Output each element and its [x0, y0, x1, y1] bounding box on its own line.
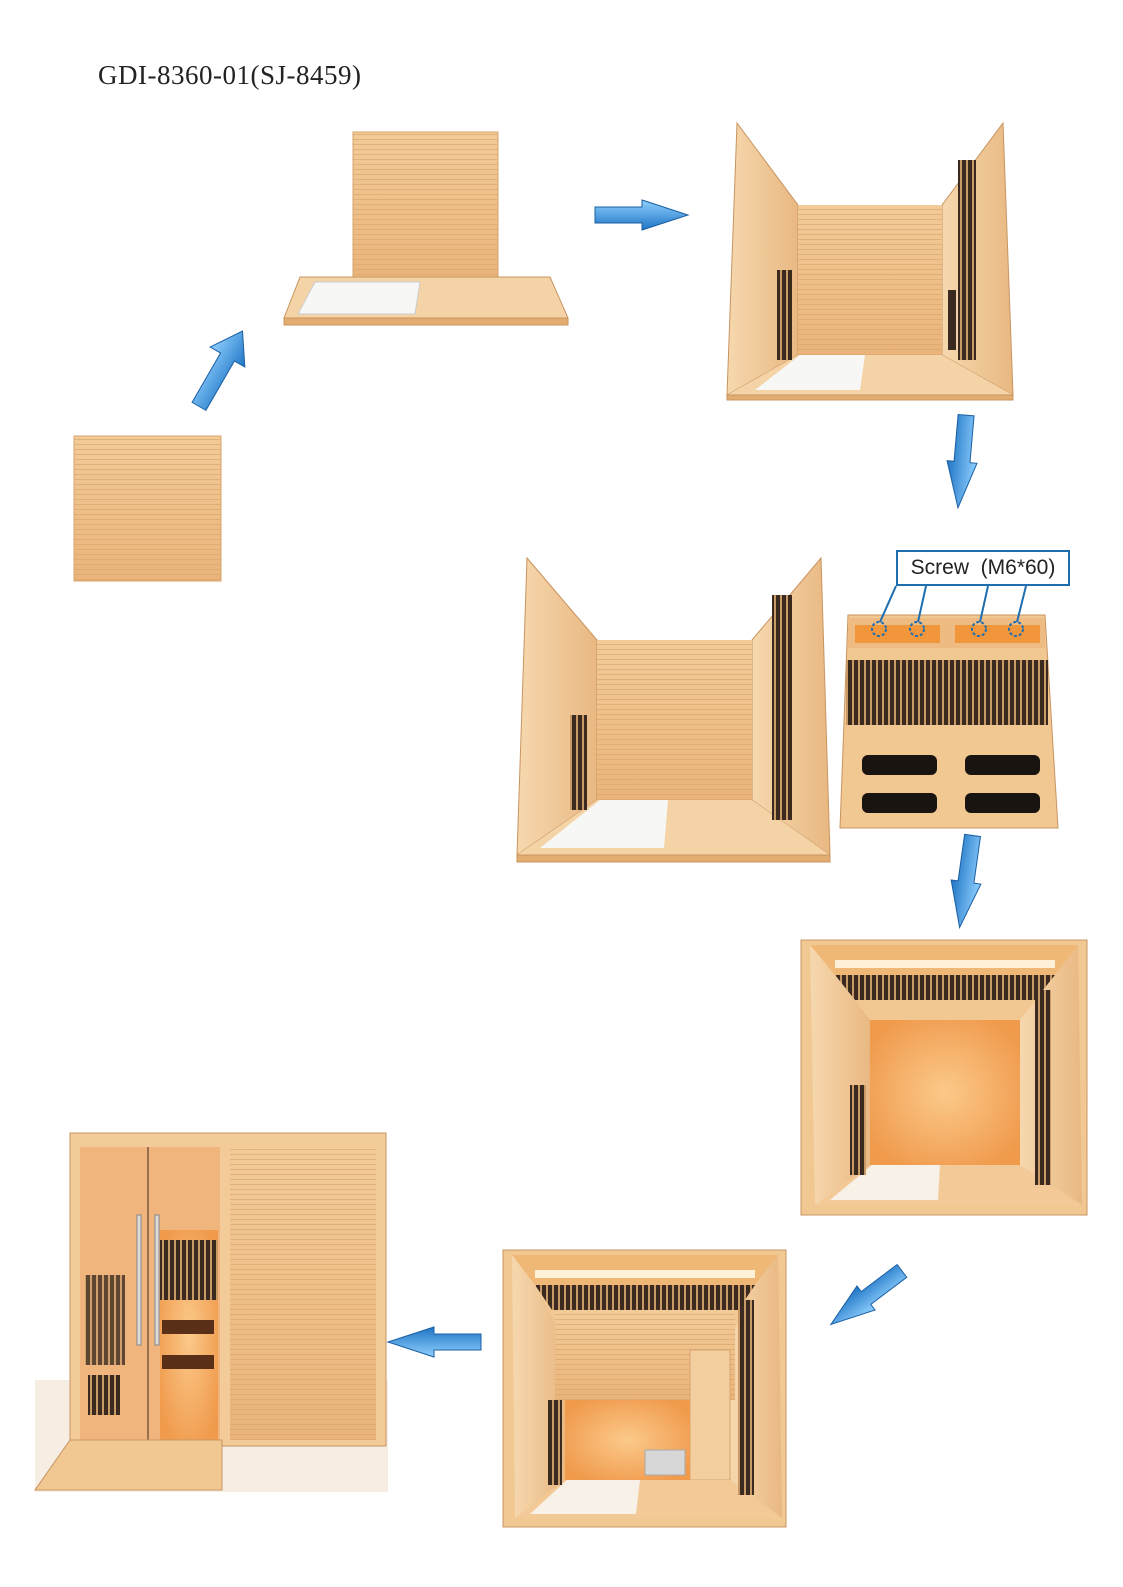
- screw-marker: [871, 621, 887, 637]
- arrow-right-icon: [594, 199, 690, 231]
- arrow-down-icon: [950, 833, 982, 930]
- screw-callout-label: Screw (M6*60): [896, 550, 1070, 586]
- glass-door: [80, 1147, 220, 1440]
- screw-marker: [971, 621, 987, 637]
- roof-panel: [839, 614, 1059, 829]
- screw-marker: [909, 621, 925, 637]
- step-walls-with-roof-panel: [516, 556, 1059, 863]
- arrow-left-icon: [386, 1326, 482, 1358]
- screw-callout-leaders: [871, 585, 1027, 637]
- step-bench-installed: [502, 1249, 787, 1528]
- arrow-up-right-icon: [191, 330, 246, 412]
- screw-marker: [1008, 621, 1024, 637]
- step-roof-installed: [800, 939, 1088, 1216]
- document-title: GDI-8360-01(SJ-8459): [98, 60, 362, 90]
- arrow-down-icon: [946, 413, 978, 510]
- step-finished-sauna: [34, 1132, 388, 1492]
- step-floor-panel: [73, 435, 222, 582]
- step-side-walls: [726, 121, 1014, 401]
- arrow-down-left-icon: [829, 1263, 908, 1326]
- step-back-wall: [283, 131, 569, 326]
